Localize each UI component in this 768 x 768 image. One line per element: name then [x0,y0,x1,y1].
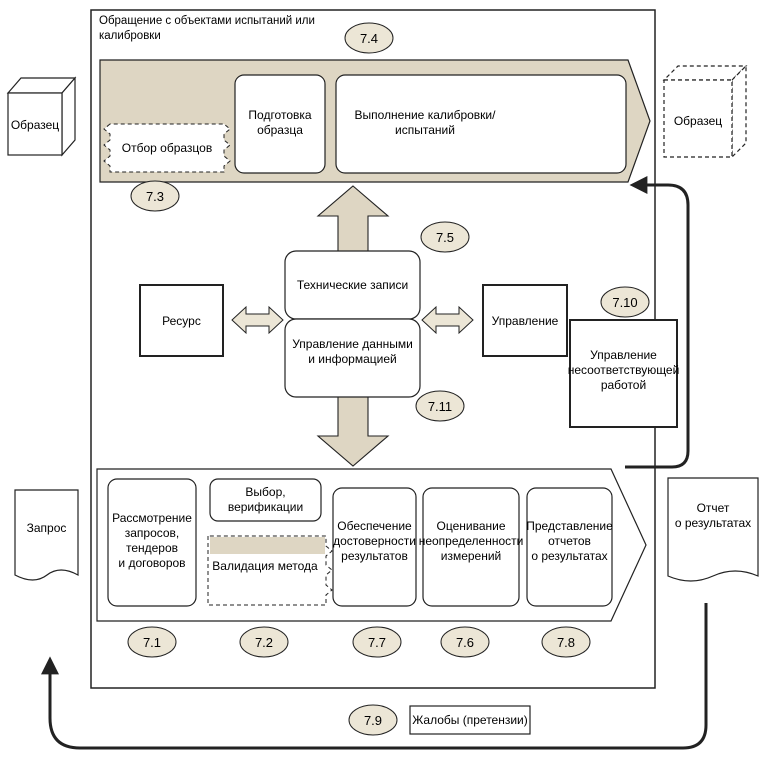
frame-title: Обращение с объектами испытаний или кали… [99,15,315,42]
clause-ovals [127,22,650,736]
selection-label: Выбор, верификации [227,485,304,514]
clause-7-9-oval [348,704,398,736]
tech-records-label: Технические записи [296,277,409,292]
preparation-box [234,74,326,174]
clause-7-6: 7.6 [455,634,475,650]
clause-7-10: 7.10 [612,294,638,310]
clause-7-6-oval [440,626,490,658]
uncertainty-box [422,487,520,607]
management-label: Управление [491,313,559,328]
data-mgmt-box [284,318,421,398]
data-mgmt-label: Управление данными и информацией [292,337,413,366]
clause-7-1: 7.1 [142,634,162,650]
nonconforming-label: Управление несоответствующей работой [567,347,680,392]
resource-double-arrow [231,305,284,335]
clause-7-1-oval [127,626,177,658]
validation-label: Валидация метода [212,558,318,573]
request-label: Запрос [26,520,67,535]
complaints-label: Жалобы (претензии) [412,712,528,727]
clause-7-4: 7.4 [359,30,379,46]
clause-7-3: 7.3 [145,188,165,204]
reporting-box [526,487,613,607]
clause-7-7: 7.7 [367,634,387,650]
complaints-loop-arrow [41,603,708,750]
uncertainty-label: Оценивание неопределенности измерений [418,518,524,563]
sampling-shape [103,123,231,173]
clause-7-4-oval [344,22,394,54]
management-double-arrow [421,305,474,335]
clause-7-9: 7.9 [363,712,383,728]
down-arrow [316,394,390,467]
report-label: Отчет о результатах [674,501,752,530]
sample-out-cube [662,64,748,159]
clause-7-2-oval [239,626,289,658]
clause-7-8: 7.8 [556,634,576,650]
clause-7-10-oval [600,286,650,318]
clause-7-3-oval [130,180,180,212]
request-document [14,489,79,581]
report-document [667,477,759,582]
sample-in-cube [6,76,77,157]
validity-label: Обеспечение достоверности результатов [333,518,416,563]
sample-in-label: Образец [10,117,60,132]
clause-7-5-oval [420,221,470,253]
reporting-label: Представление отчетов о результатах [526,518,613,563]
execution-box [335,74,627,174]
resource-box [139,284,224,357]
clause-7-8-oval [541,626,591,658]
validation-tab [210,537,325,554]
clause-7-2: 7.2 [254,634,274,650]
management-box [482,284,568,357]
sample-out-label: Образец [673,113,723,128]
preparation-label: Подготовка образца [248,108,312,137]
review-box [107,478,197,607]
nonconforming-box [569,319,678,428]
clause-7-11: 7.11 [427,398,453,414]
resource-label: Ресурс [162,313,201,328]
review-label: Рассмотрение запросов, тендеров и догово… [112,511,192,570]
complaints-box [409,705,531,735]
sampling-label: Отбор образцов [121,140,213,155]
clause-7-5: 7.5 [435,229,455,245]
clause-7-11-oval [415,390,465,422]
execution-label: Выполнение калибровки/ испытаний [354,108,496,137]
selection-box [209,478,322,522]
clause-7-7-oval [352,626,402,658]
validity-box [332,487,417,607]
feedback-arrow [625,176,690,469]
